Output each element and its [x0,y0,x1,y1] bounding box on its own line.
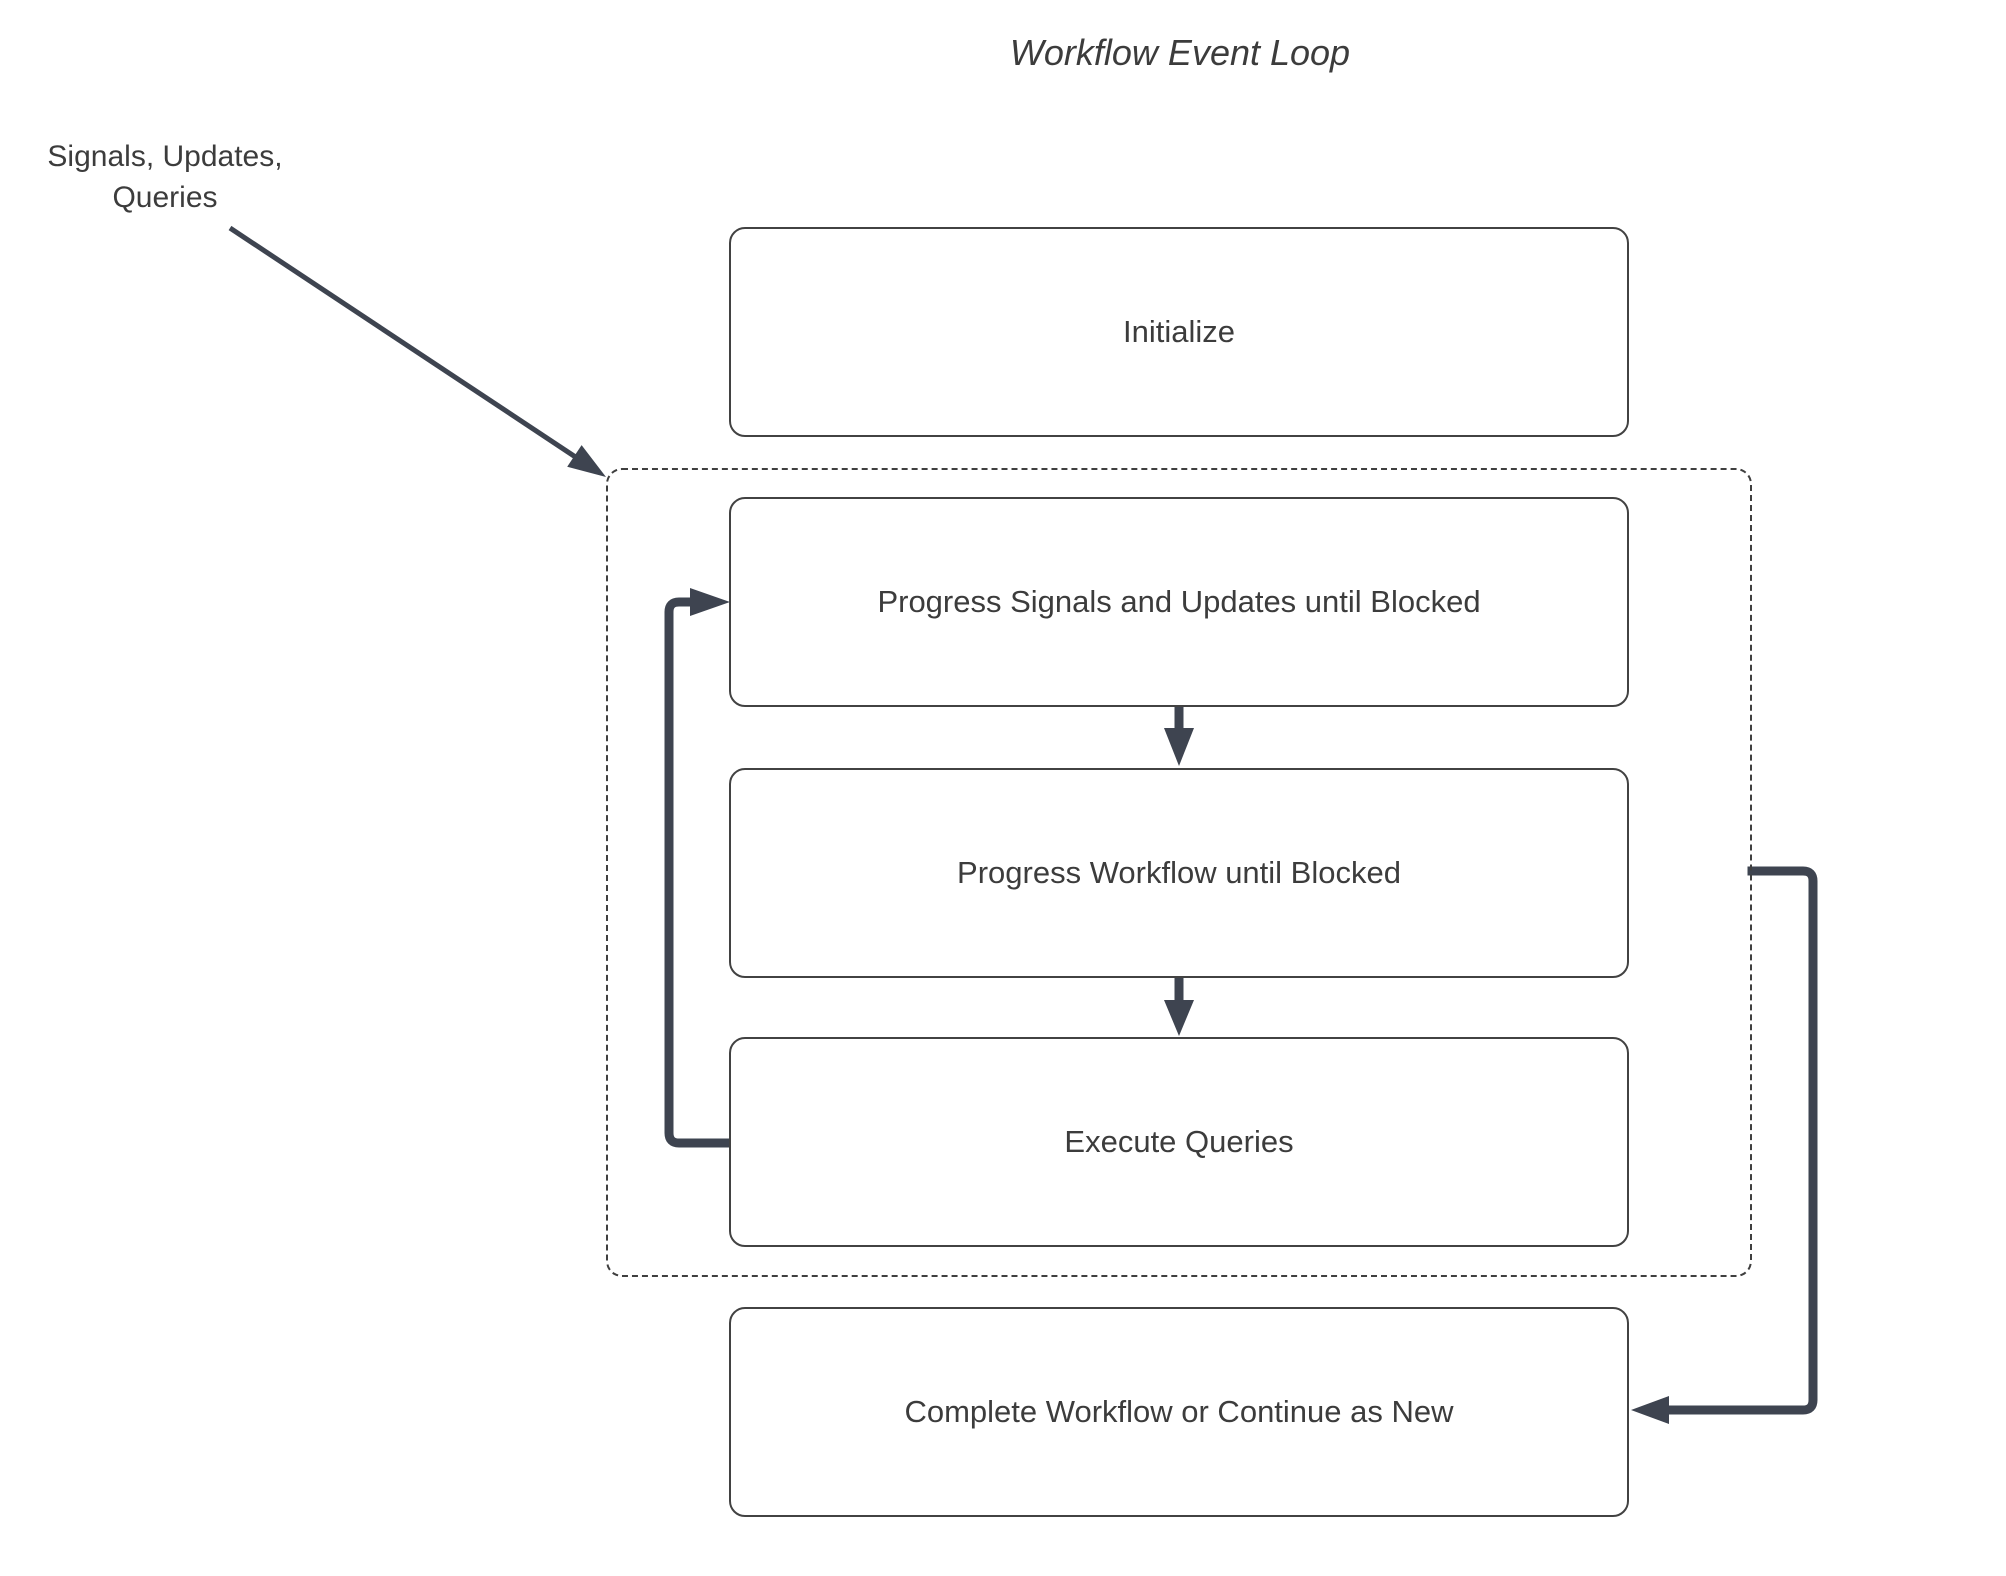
signals-arrow-line [228,225,579,461]
signals-arrowhead [567,445,606,477]
continue-as-new-line [1664,866,1818,1415]
down-arrow-2 [1164,978,1194,1036]
loop-back-arrowhead [690,588,730,616]
node-execute-queries-label: Execute Queries [1064,1124,1294,1159]
continue-as-new-arrowhead [1631,1396,1669,1424]
node-complete-workflow-label: Complete Workflow or Continue as New [904,1394,1454,1429]
node-progress-signals: Progress Signals and Updates until Block… [729,497,1629,707]
loop-back-line [664,597,734,1148]
continue-as-new-connector [1631,866,1818,1424]
signals-updates-queries-label: Signals, Updates, Queries [20,136,310,218]
node-complete-workflow: Complete Workflow or Continue as New [729,1307,1629,1517]
signals-updates-queries-label-line2: Queries [112,181,218,214]
down-arrow-1-head [1164,728,1194,766]
node-execute-queries: Execute Queries [729,1037,1629,1247]
down-arrow-1 [1164,706,1194,766]
event-loop-group-border [606,468,1752,1277]
node-progress-signals-label: Progress Signals and Updates until Block… [877,584,1481,619]
down-arrow-2-head [1164,1000,1194,1036]
node-initialize: Initialize [729,227,1629,437]
loop-back-connector [664,588,734,1148]
node-progress-workflow-label: Progress Workflow until Blocked [957,855,1401,890]
signals-updates-queries-label-line1: Signals, Updates, [47,140,283,173]
node-initialize-label: Initialize [1123,314,1235,349]
signals-arrow [228,225,606,477]
diagram-title: Workflow Event Loop [1009,32,1351,73]
node-progress-workflow: Progress Workflow until Blocked [729,768,1629,978]
